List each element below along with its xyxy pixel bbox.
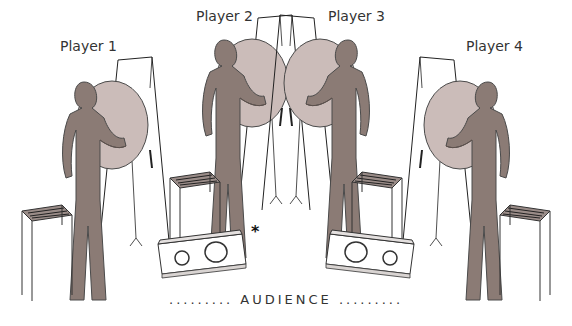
player-label: Player 2	[196, 8, 253, 24]
instrument-table	[500, 205, 550, 301]
loudspeaker	[326, 230, 414, 278]
instrument-table	[22, 205, 72, 301]
player-label: Player 1	[60, 38, 117, 54]
player-figure	[402, 57, 509, 300]
player-label: Player 3	[328, 8, 385, 24]
player-figure	[262, 15, 369, 258]
loudspeaker	[158, 230, 246, 278]
player-label: Player 4	[466, 38, 523, 54]
audience-label: ......... AUDIENCE .........	[169, 292, 403, 308]
player-figure	[203, 15, 310, 258]
footnote-mark: *	[251, 224, 259, 240]
player-figure	[63, 57, 170, 300]
